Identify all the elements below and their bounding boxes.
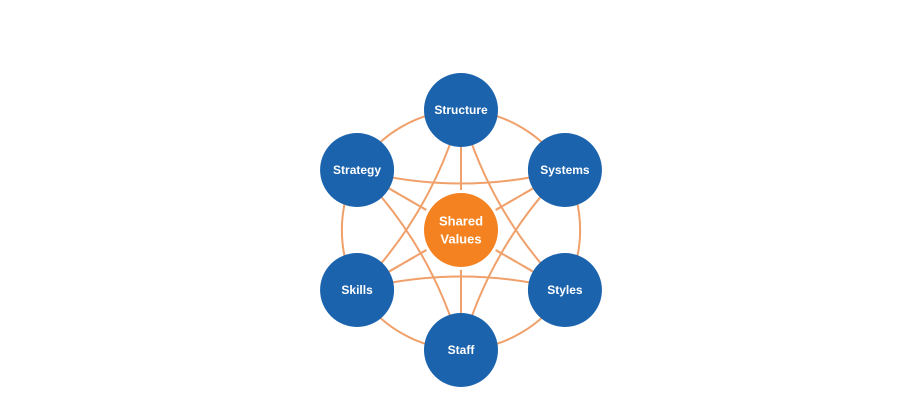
node-label-strategy: Strategy: [333, 163, 381, 177]
node-label-structure: Structure: [434, 103, 488, 117]
node-strategy: Strategy: [320, 133, 395, 207]
center-label-line: Values: [440, 232, 481, 247]
node-label-staff: Staff: [448, 343, 476, 357]
node-circle-strategy: [320, 133, 395, 207]
node-circle-skills: [320, 253, 395, 327]
node-skills: Skills: [320, 253, 395, 327]
node-circle-structure: [424, 73, 498, 147]
node-staff: Staff: [424, 313, 498, 387]
node-circle-systems: [527, 133, 602, 207]
node-circle-staff: [424, 313, 498, 387]
node-structure: Structure: [424, 73, 498, 147]
center-label-line: Shared: [439, 214, 483, 229]
node-label-styles: Styles: [547, 283, 583, 297]
center-circle: [424, 193, 498, 267]
node-label-skills: Skills: [341, 283, 373, 297]
node-label-systems: Systems: [540, 163, 590, 177]
node-circle-styles: [527, 253, 602, 327]
node-styles: Styles: [527, 253, 602, 327]
node-systems: Systems: [527, 133, 602, 207]
